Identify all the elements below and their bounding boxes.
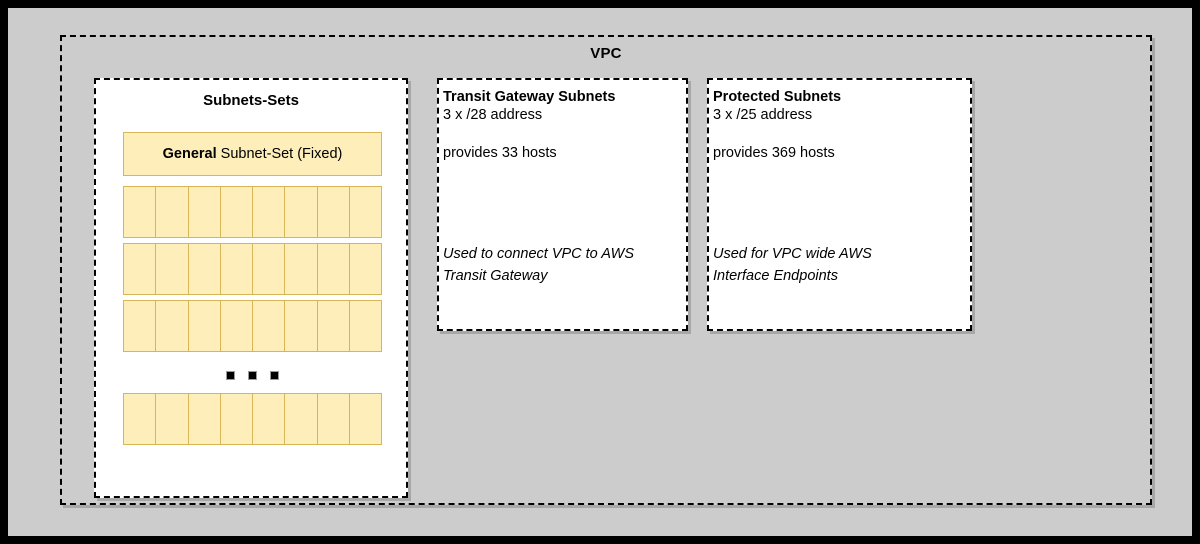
protected-hosts: provides 369 hosts <box>713 145 835 161</box>
subnet-cell <box>156 301 189 351</box>
subnet-cell <box>285 301 318 351</box>
ellipsis-dot <box>248 370 257 380</box>
subnet-cell <box>318 187 350 237</box>
protected-note-line-1: Used for VPC wide AWS <box>713 246 872 262</box>
transit-gateway-heading: Transit Gateway Subnets <box>443 89 616 105</box>
subnet-cell <box>124 301 157 351</box>
subnet-cell <box>189 301 221 351</box>
vpc-title: VPC <box>590 45 622 62</box>
subnet-cell <box>318 301 350 351</box>
subnet-cell <box>221 394 253 444</box>
subnet-cell <box>318 394 350 444</box>
subnet-row <box>123 393 382 445</box>
spacer <box>443 125 686 144</box>
protected-note: Used for VPC wide AWS Interface Endpoint… <box>713 243 872 287</box>
subnet-cell <box>189 394 221 444</box>
transit-gateway-hosts: provides 33 hosts <box>443 145 557 161</box>
subnet-cell <box>124 187 157 237</box>
subnet-cell <box>285 394 318 444</box>
subnet-cell <box>253 244 286 294</box>
subnet-cell <box>156 187 189 237</box>
protected-subnets-panel: Protected Subnets 3 x /25 address provid… <box>707 78 972 331</box>
subnet-row <box>123 186 382 238</box>
subnets-sets-panel: Subnets-Sets General Subnet-Set (Fixed) <box>94 78 408 498</box>
subnet-cell <box>189 244 221 294</box>
subnet-cell <box>253 394 286 444</box>
subnet-cell <box>156 244 189 294</box>
subnet-row <box>123 243 382 295</box>
transit-gateway-note: Used to connect VPC to AWS Transit Gatew… <box>443 243 634 287</box>
subnet-cell <box>253 187 286 237</box>
subnet-cell <box>124 394 157 444</box>
subnet-cell <box>221 301 253 351</box>
protected-heading: Protected Subnets <box>713 89 842 105</box>
general-subnet-set-label-bold: General <box>162 146 217 162</box>
subnet-cell <box>285 244 318 294</box>
subnet-cell <box>285 187 318 237</box>
subnet-cell <box>124 244 157 294</box>
subnet-cell <box>156 394 189 444</box>
subnet-cell <box>350 187 381 237</box>
subnet-cell <box>350 301 381 351</box>
subnet-cell <box>350 394 381 444</box>
subnet-row <box>123 300 382 352</box>
ellipsis-indicator <box>123 368 382 382</box>
transit-gateway-address: 3 x /28 address <box>443 107 543 123</box>
transit-gateway-note-line-1: Used to connect VPC to AWS <box>443 246 635 262</box>
transit-gateway-note-line-2: Transit Gateway <box>443 268 548 284</box>
subnet-cell <box>221 244 253 294</box>
ellipsis-dot <box>270 370 279 380</box>
protected-address: 3 x /25 address <box>713 107 813 123</box>
general-subnet-set-bar: General Subnet-Set (Fixed) <box>123 132 382 176</box>
subnet-cell <box>189 187 221 237</box>
ellipsis-dot <box>226 370 235 380</box>
subnet-cell <box>253 301 286 351</box>
vpc-container: VPC Subnets-Sets General Subnet-Set (Fix… <box>60 35 1152 505</box>
protected-note-line-2: Interface Endpoints <box>713 268 838 284</box>
general-subnet-set-label: General Subnet-Set (Fixed) <box>163 146 343 162</box>
spacer <box>713 125 970 144</box>
subnet-cell <box>221 187 253 237</box>
subnet-cell <box>318 244 350 294</box>
general-subnet-set-label-rest: Subnet-Set (Fixed) <box>216 146 343 162</box>
subnets-sets-title: Subnets-Sets <box>203 92 299 109</box>
subnet-cell <box>350 244 381 294</box>
transit-gateway-subnets-panel: Transit Gateway Subnets 3 x /28 address … <box>437 78 688 331</box>
